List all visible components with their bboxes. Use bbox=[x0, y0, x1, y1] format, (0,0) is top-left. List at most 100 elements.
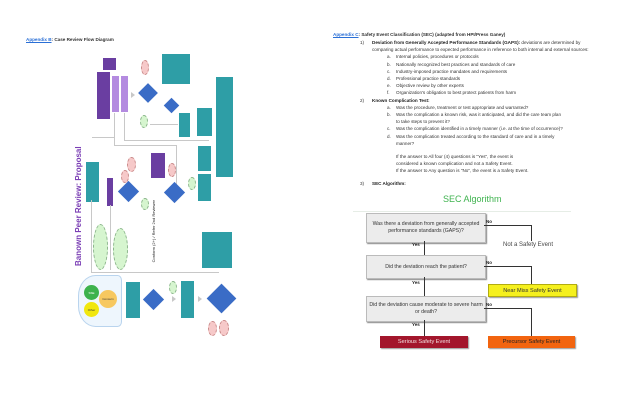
connector-line bbox=[150, 124, 178, 125]
yes-bubble bbox=[140, 115, 148, 128]
connector-line bbox=[531, 225, 532, 241]
teal-box-tracking bbox=[198, 146, 211, 171]
teal-box-notify bbox=[198, 174, 211, 201]
section-number: 2) bbox=[360, 97, 365, 103]
yes-label: Yes bbox=[412, 280, 420, 285]
decision-diamond-5 bbox=[142, 288, 165, 311]
teal-box-case-selection bbox=[86, 162, 99, 202]
connector-line bbox=[484, 266, 532, 267]
purple-box-physician-peer bbox=[151, 153, 165, 178]
section-heading: Deviation from Generally Accepted Perfor… bbox=[372, 40, 521, 45]
question-box-harm: Did the deviation cause moderate to seve… bbox=[366, 296, 486, 322]
not-safety-event-label: Not a Safety Event bbox=[503, 242, 554, 248]
green-oval-1 bbox=[93, 224, 108, 270]
arrow-icon bbox=[131, 92, 135, 98]
decision-diamond-6 bbox=[206, 283, 237, 314]
no-label: No bbox=[486, 260, 492, 265]
section-deviation: 1) Deviation from Generally Accepted Per… bbox=[360, 39, 600, 187]
title-divider bbox=[353, 211, 571, 212]
connector-line bbox=[124, 140, 209, 141]
green-oval-2 bbox=[113, 228, 128, 270]
connector-line bbox=[531, 266, 532, 284]
circle-sse: SSE bbox=[84, 285, 99, 300]
no-label: No bbox=[486, 302, 492, 307]
sec-algorithm-title: SEC Algorithm bbox=[443, 194, 502, 204]
handwritten-note: Conform (2+) / Refer 2nd Reviewer bbox=[151, 200, 156, 263]
no-bubble bbox=[141, 60, 149, 75]
list-item: f.Organization's obligation to best prot… bbox=[387, 90, 517, 96]
yes-label: Yes bbox=[412, 322, 420, 327]
decision-diamond-3 bbox=[117, 180, 140, 203]
gaps-list: a.Internal policies, procedures or proto… bbox=[360, 53, 600, 96]
connector-line bbox=[424, 241, 425, 255]
connector-line bbox=[424, 277, 425, 296]
teal-box-case-closure bbox=[179, 113, 190, 137]
connector-line bbox=[92, 137, 114, 138]
arrow-icon bbox=[172, 296, 176, 302]
no-bubble bbox=[168, 163, 176, 177]
purple-box-peer-reviewer bbox=[107, 178, 113, 206]
list-item: a.Internal policies, procedures or proto… bbox=[387, 54, 479, 60]
appendix-b-link[interactable]: Appendix B bbox=[26, 37, 52, 42]
list-item: d.Professional practice standards bbox=[387, 76, 461, 82]
connector-line bbox=[114, 113, 115, 145]
section-heading: SEC Algorithm: bbox=[372, 180, 406, 186]
teal-box-inform bbox=[216, 77, 233, 177]
complication-note: If the answer to All four (4) questions … bbox=[396, 154, 529, 174]
section-number: 3) bbox=[360, 180, 365, 186]
list-item: a.Was the procedure, treatment or test a… bbox=[387, 104, 529, 110]
connector-line bbox=[176, 145, 177, 195]
no-bubble bbox=[208, 321, 217, 336]
diagram-title: Banown Peer Review: Proposal bbox=[74, 146, 83, 266]
list-item: e.Objective review by other experts bbox=[387, 83, 464, 89]
connector-line bbox=[110, 205, 111, 270]
appendix-b-caption: Appendix B: Case Review Flow Diagram bbox=[26, 37, 114, 42]
connector-line bbox=[124, 113, 125, 140]
teal-box-coordinator bbox=[126, 282, 140, 318]
no-label: No bbox=[486, 219, 492, 224]
question-box-gaps: Was there a deviation from generally acc… bbox=[366, 213, 486, 243]
section-number: 1) bbox=[360, 40, 365, 45]
decision-diamond-2 bbox=[163, 97, 180, 114]
teal-box-feedback-lower bbox=[202, 232, 232, 268]
appendix-c-link[interactable]: Appendix C bbox=[333, 32, 359, 37]
teal-box-peer-review-coordinator bbox=[181, 281, 194, 318]
decision-diamond-1 bbox=[138, 83, 158, 103]
decision-diamond-4 bbox=[163, 181, 186, 204]
yes-bubble bbox=[169, 281, 177, 294]
arrow-icon bbox=[198, 296, 202, 302]
yes-bubble bbox=[188, 177, 196, 190]
case-review-flow-diagram: Appendix B: Case Review Flow Diagram Ban… bbox=[26, 37, 237, 336]
appendix-b-caption-text: : Case Review Flow Diagram bbox=[51, 37, 114, 42]
connector-line bbox=[114, 145, 176, 146]
lilac-box-1 bbox=[112, 76, 119, 112]
serious-safety-event: Serious Safety Event bbox=[380, 336, 468, 348]
no-bubble bbox=[127, 157, 136, 172]
section-heading: Known Complication Test: bbox=[372, 97, 430, 103]
connector-line bbox=[91, 200, 92, 272]
list-item: b.Was the complication a known risk, was… bbox=[387, 112, 562, 125]
connector-line bbox=[484, 308, 532, 309]
near-miss-safety-event: Near Miss Safety Event bbox=[488, 284, 577, 297]
precursor-safety-event: Precursor Safety Event bbox=[488, 336, 575, 348]
complication-list: a.Was the procedure, treatment or test a… bbox=[360, 104, 597, 147]
yes-bubble bbox=[141, 198, 149, 210]
list-item: c.Industry-imposed practice mandates and… bbox=[387, 68, 508, 74]
no-bubble bbox=[121, 170, 129, 183]
circle-other: Other bbox=[84, 302, 99, 317]
connector-line bbox=[531, 308, 532, 336]
purple-box-peer-review bbox=[97, 72, 110, 119]
connector-line bbox=[91, 272, 219, 273]
teal-box-feedback bbox=[197, 108, 212, 136]
section-body: deviations are determined by comparing a… bbox=[372, 40, 589, 53]
list-item: b.Nationally recognized best practices a… bbox=[387, 61, 516, 67]
appendix-c-caption: Appendix C: Safety Event Classification … bbox=[333, 32, 505, 37]
connector-line bbox=[424, 320, 425, 336]
connector-line bbox=[484, 225, 532, 226]
appendix-c-caption-text: : Safety Event Classification (SEC) (ada… bbox=[358, 32, 506, 37]
lilac-box-2 bbox=[121, 76, 128, 112]
yes-label: Yes bbox=[412, 242, 420, 247]
no-bubble bbox=[219, 320, 229, 336]
question-box-reach-patient: Did the deviation reach the patient? bbox=[366, 255, 486, 279]
purple-box-top bbox=[103, 58, 116, 70]
